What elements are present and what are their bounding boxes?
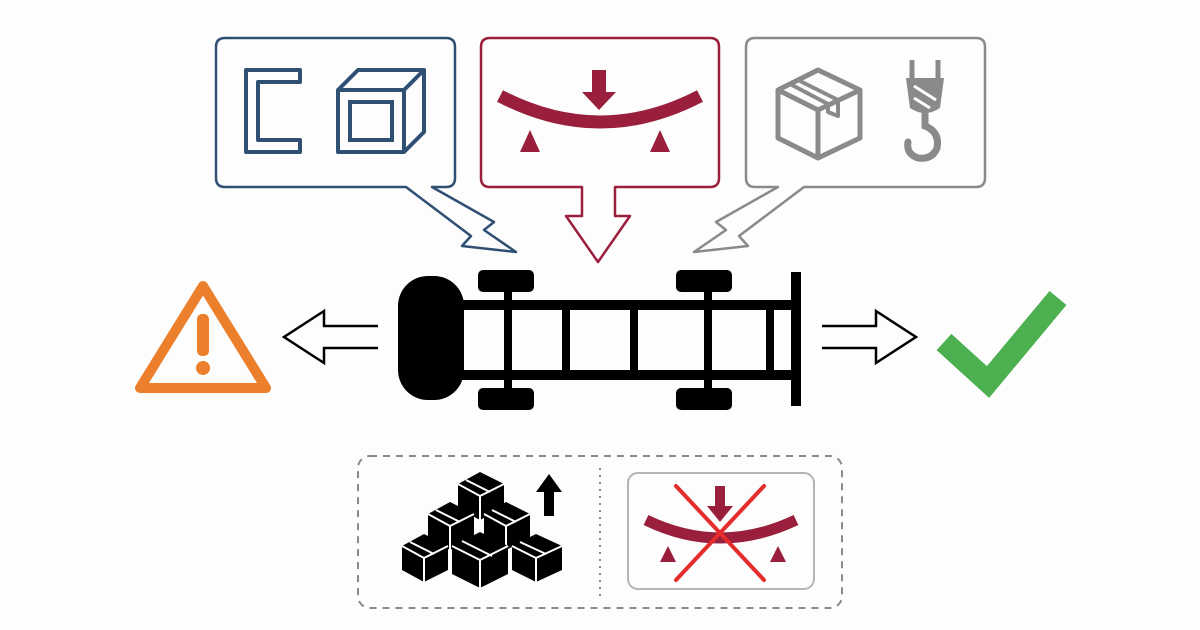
- front-wheel-bottom: [478, 388, 534, 410]
- box-stack-mid-left: [427, 502, 475, 550]
- truck-cab: [398, 276, 464, 400]
- c-channel-icon: [244, 68, 302, 154]
- package-box-icon: [775, 67, 863, 161]
- front-wheel-top: [478, 270, 534, 292]
- cross-icon: [674, 484, 766, 582]
- box-stack-bottom-1: [401, 534, 449, 582]
- box-stack-top: [457, 472, 505, 520]
- box-stack-bottom-3: [511, 534, 563, 582]
- up-arrow-icon: [536, 474, 562, 516]
- right-arrow-icon: [822, 308, 919, 366]
- checkmark-icon: [936, 290, 1067, 398]
- bending-callout-frame: [479, 36, 721, 264]
- stacked-boxes-icon: [401, 472, 563, 588]
- beam-bending-icon: [497, 70, 703, 152]
- no-bending-icon: [627, 472, 815, 590]
- box-stack-bottom-2: [451, 532, 509, 588]
- load-callout: [692, 36, 987, 254]
- rear-wheel-bottom: [676, 388, 732, 410]
- profiles-callout: [214, 36, 518, 254]
- profiles-callout-frame: [214, 36, 518, 254]
- bending-callout: [479, 36, 721, 264]
- box-section-icon: [336, 68, 426, 154]
- bottom-panel: [357, 455, 843, 609]
- crane-hook-icon: [904, 60, 944, 162]
- rear-wheel-top: [676, 270, 732, 292]
- warning-icon: [135, 281, 271, 393]
- left-arrow-icon: [281, 308, 378, 366]
- truck-chassis-icon: [398, 270, 801, 410]
- no-bending-frame: [627, 472, 815, 590]
- load-callout-frame: [692, 36, 987, 254]
